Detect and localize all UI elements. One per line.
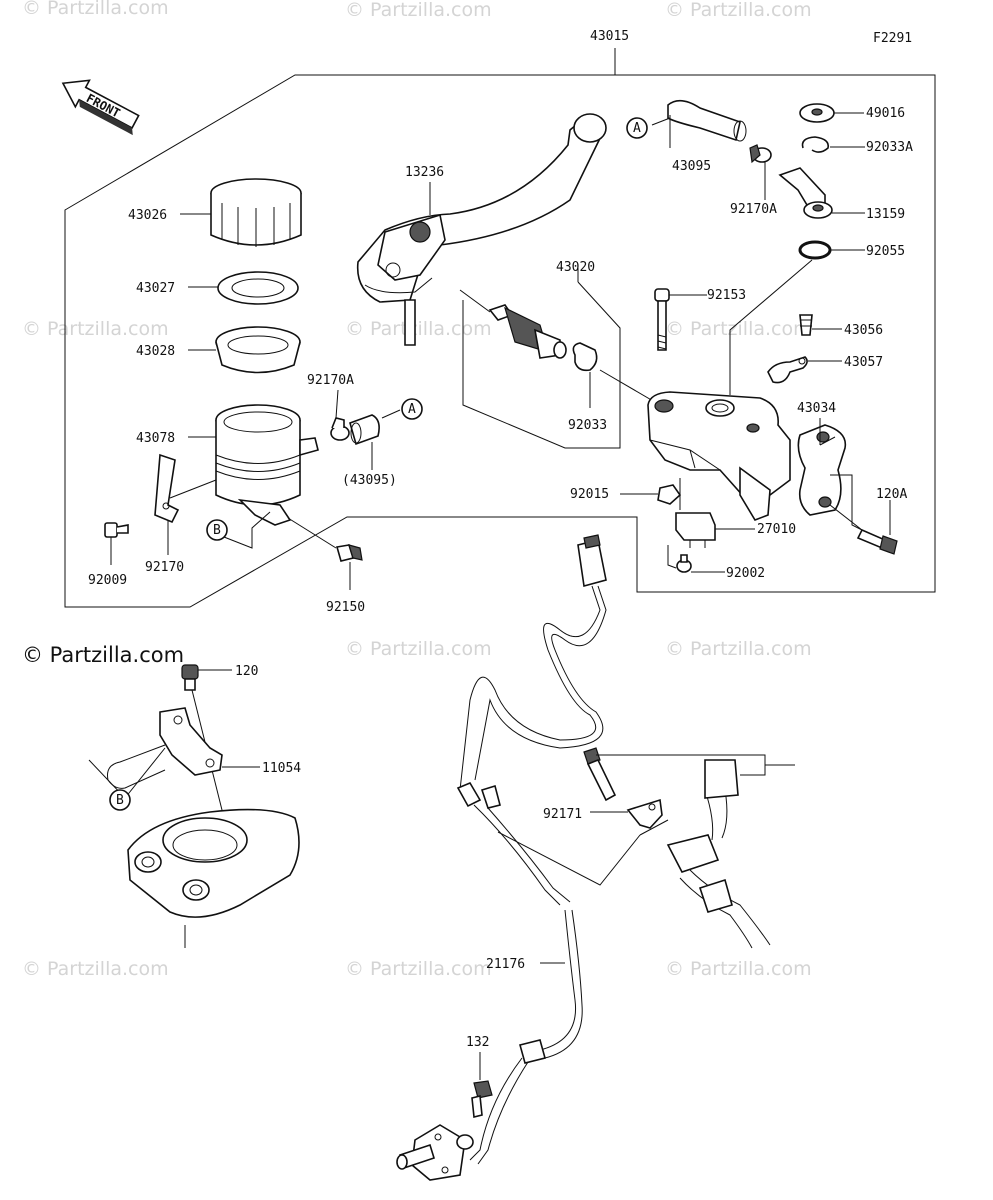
callout-b-top: B bbox=[206, 519, 228, 541]
label-21176: 21176 bbox=[486, 957, 525, 972]
label-43028: 43028 bbox=[136, 344, 175, 359]
label-13236: 13236 bbox=[405, 165, 444, 180]
nut-92015 bbox=[657, 484, 682, 505]
handlebar-clamp bbox=[797, 424, 847, 516]
label-132: 132 bbox=[466, 1035, 489, 1050]
label-43027: 43027 bbox=[136, 281, 175, 296]
reservoir-body bbox=[215, 404, 319, 526]
watermark: © Partzilla.com bbox=[345, 0, 492, 21]
brake-lever bbox=[356, 113, 607, 346]
diagram-code: F2291 bbox=[873, 31, 912, 46]
label-43095-ref: (43095) bbox=[342, 473, 397, 488]
label-27010: 27010 bbox=[757, 522, 796, 537]
screw-92002 bbox=[676, 554, 692, 573]
label-43034: 43034 bbox=[797, 401, 836, 416]
screw-92150 bbox=[335, 544, 363, 562]
watermark: © Partzilla.com bbox=[665, 958, 812, 980]
callout-b-bottom: B bbox=[109, 789, 131, 811]
label-92055: 92055 bbox=[866, 244, 905, 259]
label-43095: 43095 bbox=[672, 159, 711, 174]
diaphragm-plate bbox=[217, 271, 299, 305]
clamp-mid bbox=[330, 417, 350, 441]
label-43015: 43015 bbox=[590, 29, 629, 44]
label-43026: 43026 bbox=[128, 208, 167, 223]
label-11054: 11054 bbox=[262, 761, 301, 776]
label-92170: 92170 bbox=[145, 560, 184, 575]
master-cylinder-body bbox=[647, 391, 791, 521]
brake-hose bbox=[666, 759, 771, 949]
watermark: © Partzilla.com bbox=[345, 958, 492, 980]
diaphragm bbox=[215, 326, 301, 374]
watermark: © Partzilla.com bbox=[665, 638, 812, 660]
brand-note: © Partzilla.com bbox=[22, 643, 184, 667]
svg-text:B: B bbox=[213, 523, 221, 538]
label-92170A-top: 92170A bbox=[730, 202, 777, 217]
watermark: © Partzilla.com bbox=[345, 318, 492, 340]
watermark: © Partzilla.com bbox=[22, 318, 169, 340]
label-92033: 92033 bbox=[568, 418, 607, 433]
label-120A: 120A bbox=[876, 487, 907, 502]
watermark: © Partzilla.com bbox=[665, 318, 812, 340]
bolt-120A bbox=[856, 528, 898, 555]
reservoir-cap bbox=[210, 178, 302, 247]
label-92015: 92015 bbox=[570, 487, 609, 502]
label-92033A: 92033A bbox=[866, 140, 913, 155]
circlip-92033A bbox=[801, 136, 830, 153]
hose-piece bbox=[349, 414, 380, 446]
watermark: © Partzilla.com bbox=[345, 638, 492, 660]
reservoir-hose bbox=[667, 99, 747, 142]
brake-switch bbox=[675, 512, 716, 548]
handlebar-housing bbox=[127, 808, 300, 918]
bracket-43020 bbox=[462, 281, 621, 449]
label-92002: 92002 bbox=[726, 566, 765, 581]
label-92170A-mid: 92170A bbox=[307, 373, 354, 388]
reservoir-bracket bbox=[154, 453, 180, 524]
watermark: © Partzilla.com bbox=[22, 0, 169, 19]
label-43056: 43056 bbox=[844, 323, 883, 338]
label-49016: 49016 bbox=[866, 106, 905, 121]
clamp-top bbox=[749, 144, 772, 164]
label-92171: 92171 bbox=[543, 807, 582, 822]
label-92153: 92153 bbox=[707, 288, 746, 303]
label-43078: 43078 bbox=[136, 431, 175, 446]
bracket-92171 bbox=[583, 747, 663, 829]
bolt-132 bbox=[471, 1080, 493, 1118]
bleeder-cap-43057 bbox=[767, 356, 808, 384]
assembly-outline: 43015 bbox=[64, 29, 936, 608]
wire-harness-21176 bbox=[456, 534, 607, 1165]
fitting-13159 bbox=[778, 167, 833, 219]
front-arrow-icon: FRONT bbox=[61, 79, 140, 136]
bolt-92153 bbox=[654, 288, 670, 351]
watermark: © Partzilla.com bbox=[665, 0, 812, 21]
bleeder-43056 bbox=[799, 314, 813, 336]
bracket-11054 bbox=[107, 707, 223, 789]
circlip-92033 bbox=[572, 342, 598, 372]
label-92150: 92150 bbox=[326, 600, 365, 615]
watermark: © Partzilla.com bbox=[22, 958, 169, 980]
label-43020: 43020 bbox=[556, 260, 595, 275]
label-43057: 43057 bbox=[844, 355, 883, 370]
label-13159: 13159 bbox=[866, 207, 905, 222]
label-120: 120 bbox=[235, 664, 258, 679]
callout-a-top: A bbox=[626, 117, 648, 139]
abs-sensor bbox=[396, 1124, 474, 1181]
bolt-120 bbox=[181, 664, 199, 691]
piston-set bbox=[488, 304, 567, 359]
svg-text:A: A bbox=[408, 402, 416, 417]
o-ring-92055 bbox=[798, 240, 832, 260]
label-92009: 92009 bbox=[88, 573, 127, 588]
svg-text:A: A bbox=[633, 121, 641, 136]
screw-92009 bbox=[104, 522, 129, 538]
watermarks: © Partzilla.com © Partzilla.com © Partzi… bbox=[22, 0, 812, 980]
callout-a-mid: A bbox=[401, 398, 423, 420]
svg-text:B: B bbox=[116, 793, 124, 808]
